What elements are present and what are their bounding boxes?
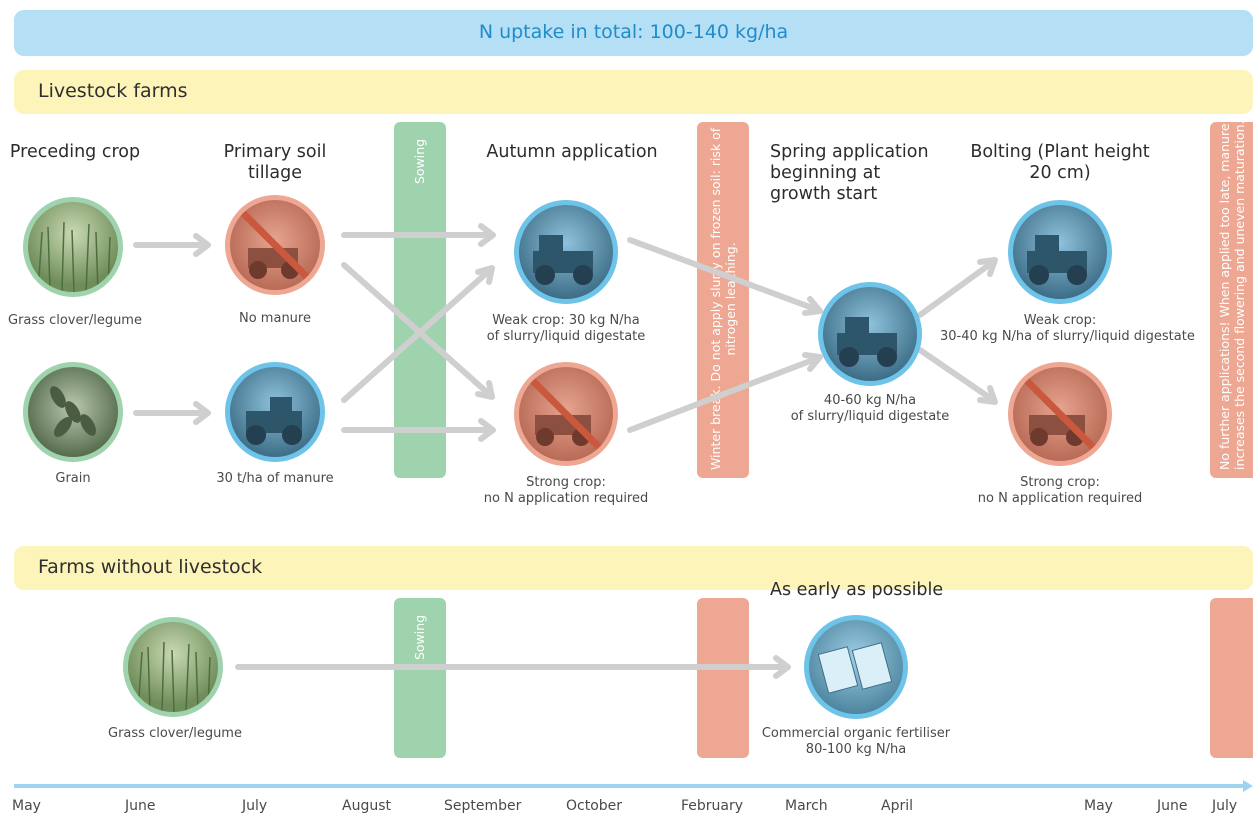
caption-bolting-strong: Strong crop:no N application required bbox=[960, 475, 1160, 507]
caption-commercial-2: 80-100 kg N/ha bbox=[805, 742, 907, 757]
no-manure-image bbox=[225, 195, 325, 295]
month-august: August bbox=[342, 798, 391, 814]
month-july-2: July bbox=[1212, 798, 1238, 814]
caption-autumn-strong-2: no N application required bbox=[483, 491, 649, 506]
prohibited-tractor-icon bbox=[237, 207, 315, 285]
heading-bolting: Bolting (Plant height 20 cm) bbox=[970, 142, 1150, 183]
caption-commercial-1: Commercial organic fertiliser bbox=[761, 726, 951, 741]
commercial-fertiliser-image bbox=[804, 615, 908, 719]
grain-image bbox=[23, 362, 123, 462]
month-june-2: June bbox=[1157, 798, 1188, 814]
grass-icon bbox=[37, 221, 111, 292]
bolting-weak-image bbox=[1008, 200, 1112, 304]
caption-grass-clover: Grass clover/legume bbox=[8, 313, 142, 328]
heading-as-early-as-possible: As early as possible bbox=[770, 580, 944, 600]
month-april: April bbox=[881, 798, 913, 814]
caption-spring-2: of slurry/liquid digestate bbox=[790, 409, 950, 424]
bolting-strong-image bbox=[1008, 362, 1112, 466]
prohibited-tractor-icon bbox=[1022, 376, 1100, 454]
month-may-1: May bbox=[12, 798, 41, 814]
month-october: October bbox=[566, 798, 623, 814]
grain-icon bbox=[50, 386, 96, 437]
caption-bolting-weak-2: 30-40 kg N/ha of slurry/liquid digestate bbox=[940, 329, 1195, 344]
late-bar-no-livestock bbox=[1210, 598, 1253, 758]
heading-primary-tillage: Primary soil tillage bbox=[223, 142, 327, 183]
grass-clover-image bbox=[23, 197, 123, 297]
no-livestock-section-header: Farms without livestock bbox=[14, 546, 1253, 590]
tractor-icon bbox=[246, 397, 302, 445]
month-february: February bbox=[681, 798, 744, 814]
fertiliser-bags-icon bbox=[817, 642, 893, 694]
caption-bolting-strong-1: Strong crop: bbox=[1020, 475, 1100, 490]
tractor-icon bbox=[1027, 235, 1087, 285]
winter-break-bar: Winter break. Do not apply slurry on fro… bbox=[697, 122, 749, 478]
caption-grain: Grain bbox=[55, 471, 91, 486]
grass-clover-image-2 bbox=[123, 617, 223, 717]
caption-autumn-weak-2: of slurry/liquid digestate bbox=[486, 329, 646, 344]
caption-autumn-weak-1: Weak crop: 30 kg N/ha bbox=[492, 313, 640, 328]
spring-image bbox=[818, 282, 922, 386]
caption-bolting-weak: Weak crop:30-40 kg N/ha of slurry/liquid… bbox=[940, 313, 1195, 345]
livestock-section-header: Livestock farms bbox=[14, 70, 1253, 114]
heading-preceding-crop: Preceding crop bbox=[9, 142, 141, 162]
caption-no-manure: No manure bbox=[239, 311, 311, 326]
winter-bar-no-livestock bbox=[697, 598, 749, 758]
manure-image bbox=[225, 362, 325, 462]
month-september: September bbox=[444, 798, 522, 814]
total-uptake-banner: N uptake in total: 100-140 kg/ha bbox=[14, 10, 1253, 56]
grass-icon bbox=[137, 641, 211, 712]
autumn-weak-image bbox=[514, 200, 618, 304]
late-application-bar: No further applications! When applied to… bbox=[1210, 121, 1253, 478]
tractor-icon bbox=[533, 235, 593, 285]
no-livestock-section-title: Farms without livestock bbox=[38, 556, 263, 578]
heading-autumn-application: Autumn application bbox=[486, 142, 658, 162]
prohibited-tractor-icon bbox=[528, 376, 606, 454]
sowing-bar-no-livestock: Sowing bbox=[394, 598, 446, 758]
caption-bolting-strong-2: no N application required bbox=[977, 491, 1143, 506]
month-may-2: May bbox=[1084, 798, 1113, 814]
total-uptake-text: N uptake in total: 100-140 kg/ha bbox=[478, 21, 789, 43]
heading-spring-application: Spring application beginning at growth s… bbox=[770, 142, 929, 204]
caption-spring-1: 40-60 kg N/ha bbox=[823, 393, 917, 408]
sowing-bar-livestock: Sowing bbox=[394, 122, 446, 478]
caption-autumn-strong-1: Strong crop: bbox=[526, 475, 606, 490]
livestock-section-title: Livestock farms bbox=[38, 80, 188, 102]
month-july-1: July bbox=[242, 798, 268, 814]
caption-manure: 30 t/ha of manure bbox=[216, 471, 334, 486]
month-june-1: June bbox=[125, 798, 156, 814]
month-march: March bbox=[785, 798, 828, 814]
caption-grass-clover-2: Grass clover/legume bbox=[108, 726, 242, 741]
caption-bolting-weak-1: Weak crop: bbox=[1023, 313, 1097, 328]
autumn-strong-image bbox=[514, 362, 618, 466]
caption-autumn-strong: Strong crop:no N application required bbox=[466, 475, 666, 507]
tractor-icon bbox=[837, 317, 897, 367]
